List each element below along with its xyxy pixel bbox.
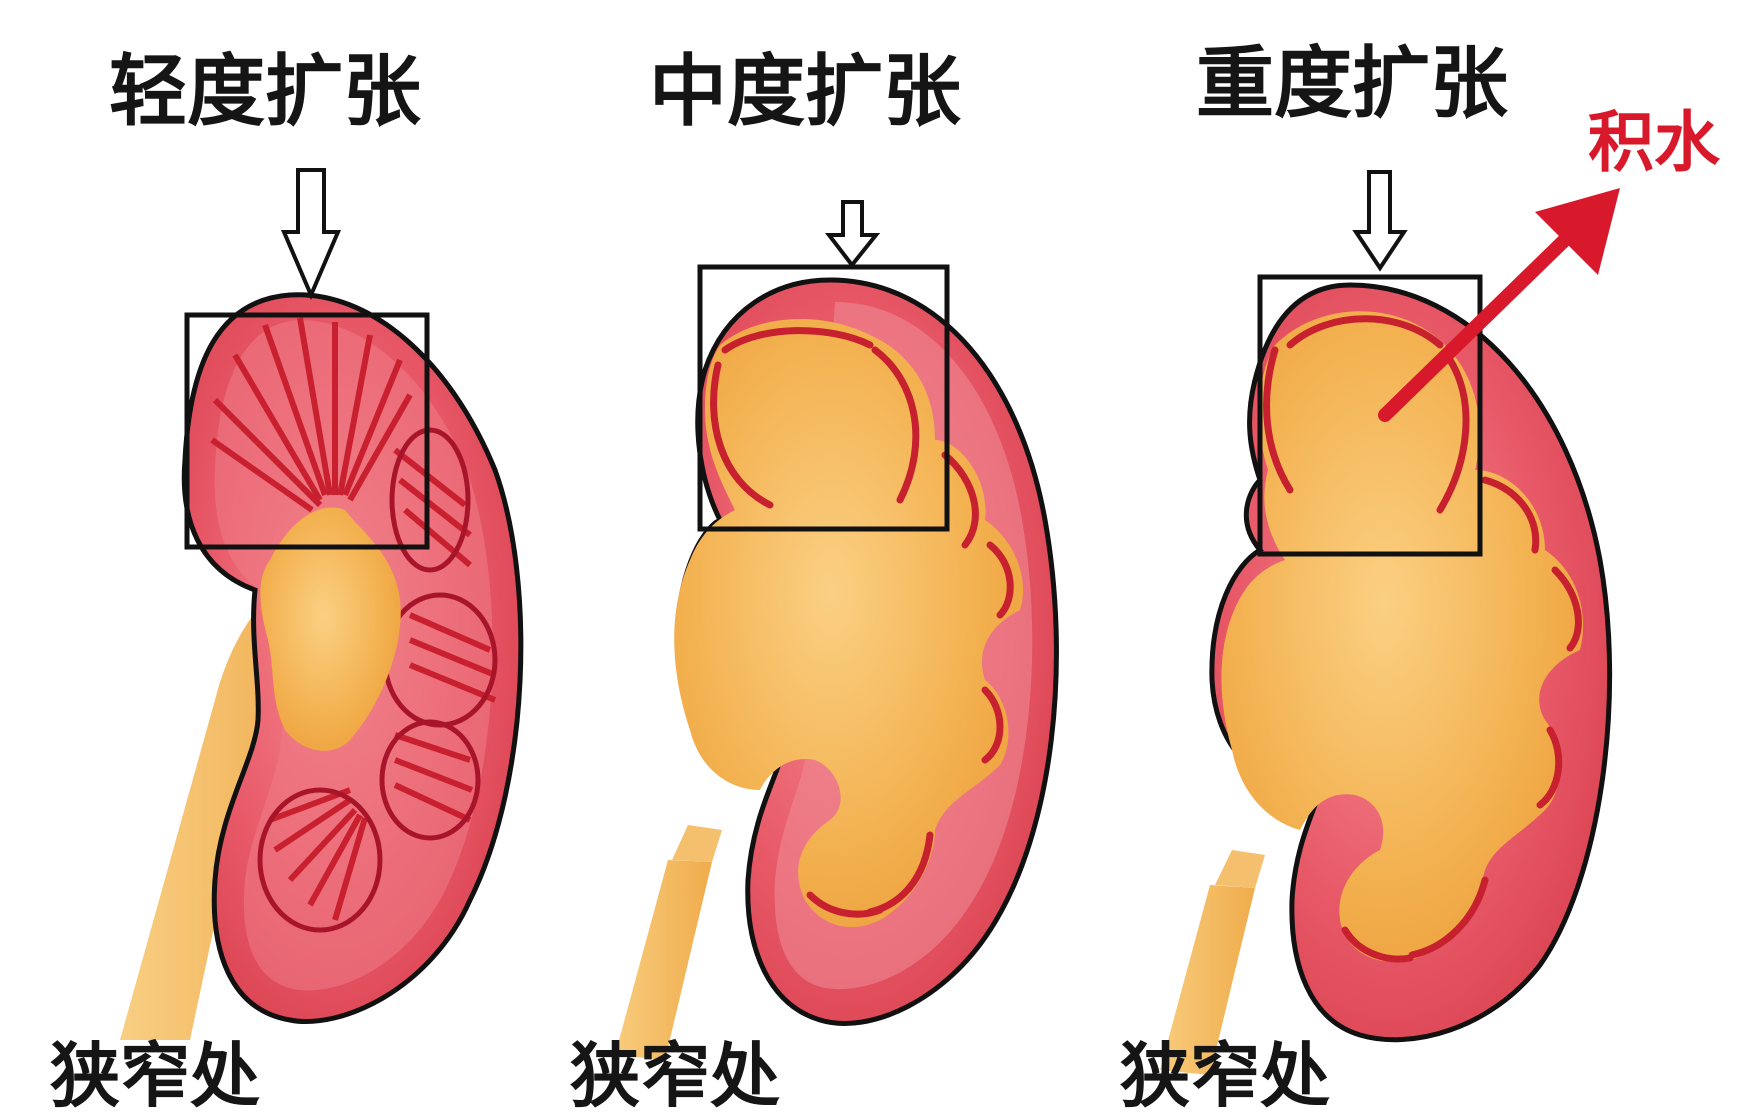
panel-mild: 轻度扩张 — [50, 47, 521, 1117]
panel-title-severe: 重度扩张 — [1196, 39, 1508, 129]
narrow-label-severe: 狭窄处 — [1120, 1035, 1330, 1117]
water-label: 积水 — [1588, 104, 1721, 181]
panel-moderate: 中度扩张 狭窄处 — [570, 47, 1056, 1117]
down-arrow-icon — [1356, 172, 1404, 268]
panel-title-mild: 轻度扩张 — [109, 47, 421, 137]
down-arrow-icon — [284, 170, 338, 295]
narrow-label-mild: 狭窄处 — [50, 1035, 260, 1117]
narrow-label-moderate: 狭窄处 — [570, 1035, 780, 1117]
down-arrow-icon — [829, 202, 876, 265]
panel-severe: 重度扩张 — [1120, 39, 1721, 1117]
panel-title-moderate: 中度扩张 — [649, 47, 961, 137]
ureter — [615, 860, 712, 1060]
